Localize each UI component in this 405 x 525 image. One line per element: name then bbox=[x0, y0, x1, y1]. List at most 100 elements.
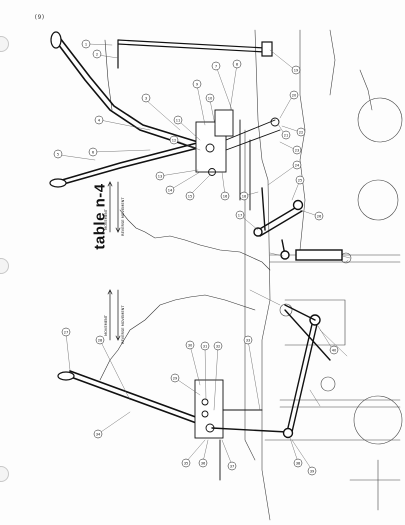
callout-c26: 26 bbox=[314, 211, 324, 221]
svg-text:40: 40 bbox=[332, 348, 337, 352]
svg-text:25: 25 bbox=[298, 178, 303, 182]
svg-text:29: 29 bbox=[173, 376, 178, 380]
svg-text:9: 9 bbox=[196, 82, 199, 86]
svg-text:2: 2 bbox=[96, 52, 98, 56]
leader-lines bbox=[59, 43, 351, 471]
callout-c16: 16 bbox=[220, 191, 230, 201]
svg-text:19: 19 bbox=[294, 68, 299, 72]
callout-c20: 20 bbox=[289, 90, 299, 100]
callout-c21: 21 bbox=[281, 130, 291, 140]
callout-c36: 36 bbox=[198, 458, 208, 468]
callout-c10: 10 bbox=[205, 93, 215, 103]
callout-c25: 25 bbox=[295, 175, 305, 185]
callout-c34: 34 bbox=[93, 429, 103, 439]
svg-text:31: 31 bbox=[203, 344, 208, 348]
svg-text:12: 12 bbox=[172, 138, 177, 142]
svg-text:33: 33 bbox=[246, 338, 251, 342]
lower-arrow-label-reverse: REVERSE MOVEMENT bbox=[121, 305, 125, 344]
callout-c11: 11 bbox=[173, 115, 183, 125]
svg-text:32: 32 bbox=[216, 344, 221, 348]
svg-text:23: 23 bbox=[295, 148, 300, 152]
callout-c28: 28 bbox=[95, 335, 105, 345]
svg-text:18: 18 bbox=[242, 194, 247, 198]
svg-text:21: 21 bbox=[284, 133, 289, 137]
callout-c39: 39 bbox=[307, 466, 317, 476]
callout-c24: 24 bbox=[292, 160, 302, 170]
upper-lever bbox=[54, 37, 199, 186]
callout-c1: 1 bbox=[81, 39, 91, 49]
svg-text:17: 17 bbox=[238, 213, 243, 217]
upper-arrow-label-forward: MOVEMENT bbox=[104, 209, 108, 230]
svg-text:24: 24 bbox=[295, 163, 300, 167]
svg-text:7: 7 bbox=[215, 64, 217, 68]
lower-lever bbox=[67, 370, 213, 429]
break-lines bbox=[99, 39, 271, 381]
callout-c12: 12 bbox=[169, 135, 179, 145]
svg-text:30: 30 bbox=[188, 343, 193, 347]
callout-c19: 19 bbox=[291, 65, 301, 75]
svg-text:11: 11 bbox=[176, 118, 181, 122]
callout-c31: 31 bbox=[200, 341, 210, 351]
callout-c7: 7 bbox=[211, 61, 221, 71]
svg-text:20: 20 bbox=[292, 93, 297, 97]
callout-c29: 29 bbox=[170, 373, 180, 383]
callout-c32: 32 bbox=[213, 341, 223, 351]
svg-text:8: 8 bbox=[236, 62, 239, 66]
callout-c38: 38 bbox=[293, 458, 303, 468]
svg-text:4: 4 bbox=[98, 118, 101, 122]
svg-text:10: 10 bbox=[208, 96, 213, 100]
lower-lever-knob bbox=[57, 371, 75, 381]
svg-text:26: 26 bbox=[317, 214, 322, 218]
svg-text:39: 39 bbox=[310, 469, 315, 473]
top-rod bbox=[117, 39, 273, 69]
svg-text:37: 37 bbox=[230, 464, 235, 468]
svg-text:13: 13 bbox=[158, 174, 163, 178]
callout-c17: 17 bbox=[235, 210, 245, 220]
svg-text:1: 1 bbox=[85, 42, 87, 46]
callout-c35: 35 bbox=[181, 458, 191, 468]
upper-arrow-label-reverse: REVERSE MOVEMENT bbox=[121, 197, 125, 236]
callout-c33: 33 bbox=[243, 335, 253, 345]
lower-arrow-label-forward: MOVEMENT bbox=[104, 315, 108, 336]
svg-text:14: 14 bbox=[168, 188, 173, 192]
svg-text:5: 5 bbox=[57, 152, 59, 156]
callout-c40: 40 bbox=[329, 345, 339, 355]
svg-text:38: 38 bbox=[296, 461, 301, 465]
svg-text:6: 6 bbox=[92, 150, 95, 154]
callout-c30: 30 bbox=[185, 340, 195, 350]
svg-text:28: 28 bbox=[98, 338, 103, 342]
callout-c8: 8 bbox=[232, 59, 242, 69]
callout-c4: 4 bbox=[94, 115, 104, 125]
svg-text:35: 35 bbox=[184, 461, 189, 465]
svg-text:34: 34 bbox=[96, 432, 101, 436]
upper-swing-link bbox=[253, 187, 343, 261]
callout-c27: 27 bbox=[61, 327, 71, 337]
svg-text:16: 16 bbox=[223, 194, 228, 198]
svg-text:22: 22 bbox=[299, 130, 304, 134]
svg-text:36: 36 bbox=[201, 461, 206, 465]
callout-c22: 22 bbox=[296, 127, 306, 137]
svg-text:27: 27 bbox=[64, 330, 69, 334]
callout-c2: 2 bbox=[92, 49, 102, 59]
callout-c14: 14 bbox=[165, 185, 175, 195]
movement-arrows bbox=[107, 181, 121, 341]
svg-text:3: 3 bbox=[145, 96, 147, 100]
callout-c6: 6 bbox=[88, 147, 98, 157]
callout-c9: 9 bbox=[192, 79, 202, 89]
callout-c37: 37 bbox=[227, 461, 237, 471]
callout-c18: 18 bbox=[239, 191, 249, 201]
callout-c23: 23 bbox=[292, 145, 302, 155]
callout-c5: 5 bbox=[53, 149, 63, 159]
upper-lever-knob bbox=[50, 31, 62, 49]
lower-links bbox=[211, 304, 331, 439]
svg-text:15: 15 bbox=[188, 194, 193, 198]
page-mark: (9) bbox=[34, 14, 45, 21]
callout-c3: 3 bbox=[141, 93, 151, 103]
callout-c15: 15 bbox=[185, 191, 195, 201]
upper-bracket bbox=[195, 109, 281, 211]
upper-handle-knob bbox=[49, 178, 67, 188]
callout-c13: 13 bbox=[155, 171, 165, 181]
